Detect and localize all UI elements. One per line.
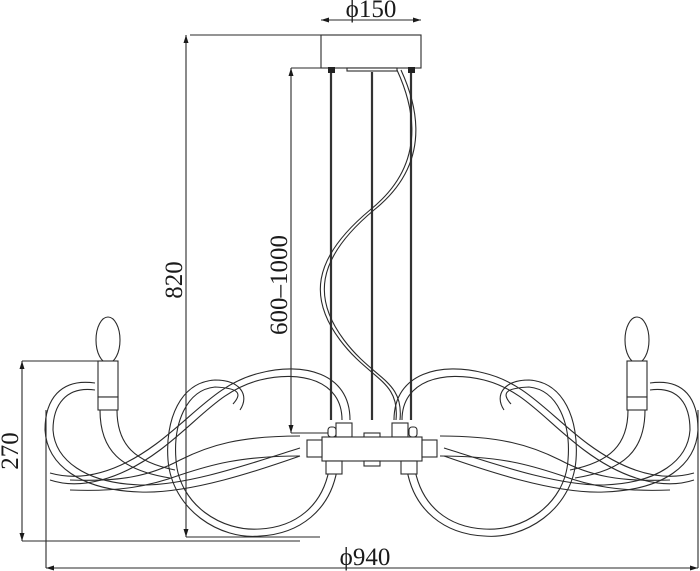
left-candle [95,316,121,411]
left-arms [44,368,351,537]
dimension-suspension-range: 600–1000 [266,67,330,434]
right-arms [393,368,699,537]
dimension-total-height: 820 [161,35,320,538]
central-hub [306,422,438,475]
body-height-label: 270 [0,432,24,470]
canopy-diameter-label: ϕ150 [346,0,397,23]
canopy [190,34,422,73]
dimension-body-height: 270 [0,360,300,542]
overall-diameter-label: ϕ940 [340,544,391,571]
right-candle [624,316,650,411]
power-cord [319,69,417,421]
suspension-range-label: 600–1000 [266,235,293,335]
total-height-label: 820 [161,261,188,299]
suspension-cables [329,72,413,420]
dimension-canopy-diameter: ϕ150 [321,0,421,23]
